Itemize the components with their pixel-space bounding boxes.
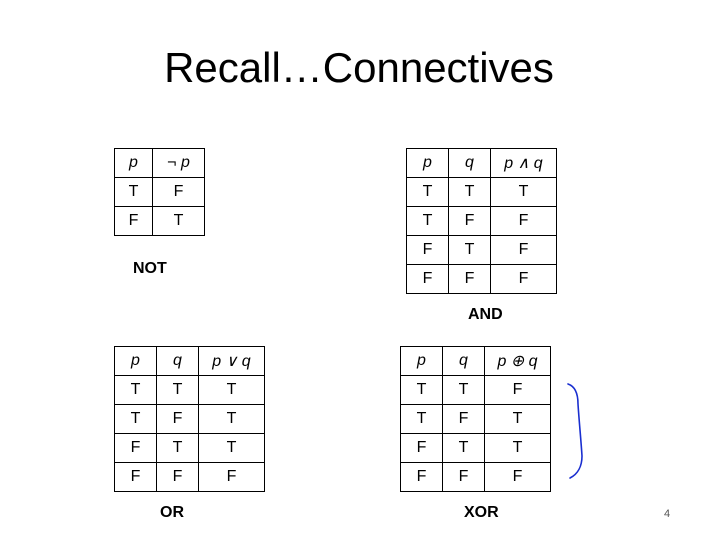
table-cell: T [448,177,491,207]
not-label: NOT [133,260,167,277]
table-cell: T [198,404,265,434]
table-cell: T [198,375,265,405]
table-cell: F [484,375,551,405]
and-truth-table: p q p ∧ q T T T T F F F T F F F F [406,148,557,294]
table-row: F T [114,206,205,236]
table-cell: F [114,462,157,492]
header-cell: p [406,148,449,178]
table-row: T F [114,177,205,207]
table-cell: T [442,433,485,463]
table-cell: F [484,462,551,492]
table-cell: T [156,433,199,463]
table-cell: F [156,404,199,434]
table-cell: F [490,264,557,294]
header-cell: q [156,346,199,376]
table-cell: T [484,433,551,463]
table-row: T F F [406,206,557,236]
table-row: T F T [400,404,551,434]
header-cell: p [114,346,157,376]
xor-label: XOR [464,504,499,521]
header-cell: ¬ p [152,148,205,178]
table-cell: T [442,375,485,405]
not-truth-table: p ¬ p T F F T [114,148,205,236]
table-cell: F [400,462,443,492]
table-cell: F [406,264,449,294]
table-row: F T T [400,433,551,463]
slide-title: Recall…Connectives [164,44,554,91]
table-row: F T F [406,235,557,265]
table-header-row: p q p ⊕ q [400,346,551,376]
table-cell: T [114,404,157,434]
table-cell: F [400,433,443,463]
table-cell: F [156,462,199,492]
handwritten-bracket-icon [567,383,583,479]
table-cell: F [406,235,449,265]
table-row: T F T [114,404,265,434]
and-label: AND [468,306,503,323]
table-cell: F [114,206,153,236]
table-cell: F [490,235,557,265]
header-cell: p ∨ q [198,346,265,376]
table-cell: F [442,404,485,434]
table-header-row: p q p ∧ q [406,148,557,178]
table-cell: T [156,375,199,405]
table-cell: T [484,404,551,434]
table-header-row: p q p ∨ q [114,346,265,376]
table-header-row: p ¬ p [114,148,205,178]
table-row: T T F [400,375,551,405]
header-cell: p ∧ q [490,148,557,178]
table-row: F F F [114,462,265,492]
table-cell: T [490,177,557,207]
table-cell: T [406,206,449,236]
table-cell: T [400,375,443,405]
or-label: OR [160,504,184,521]
table-row: F F F [406,264,557,294]
table-cell: T [406,177,449,207]
table-row: T T T [406,177,557,207]
table-cell: F [114,433,157,463]
header-cell: p ⊕ q [484,346,551,376]
header-cell: q [448,148,491,178]
table-cell: F [442,462,485,492]
or-truth-table: p q p ∨ q T T T T F T F T T F F F [114,346,265,492]
table-cell: T [114,177,153,207]
table-cell: T [114,375,157,405]
table-cell: F [198,462,265,492]
table-row: F T T [114,433,265,463]
table-cell: F [152,177,205,207]
table-cell: T [198,433,265,463]
table-cell: T [152,206,205,236]
table-row: F F F [400,462,551,492]
xor-truth-table: p q p ⊕ q T T F T F T F T T F F F [400,346,551,492]
table-cell: F [448,264,491,294]
header-cell: q [442,346,485,376]
header-cell: p [114,148,153,178]
table-cell: T [448,235,491,265]
header-cell: p [400,346,443,376]
table-row: T T T [114,375,265,405]
table-cell: F [448,206,491,236]
table-cell: F [490,206,557,236]
page-number: 4 [664,508,671,520]
table-cell: T [400,404,443,434]
